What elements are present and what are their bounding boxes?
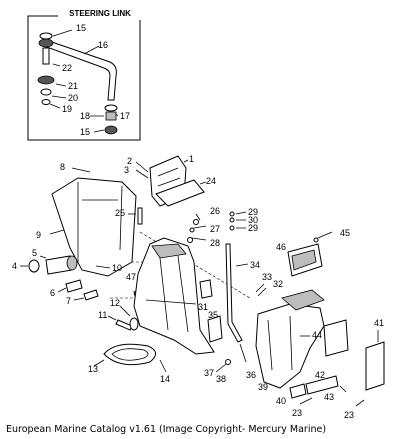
callout-28: 28 — [210, 238, 220, 248]
inset-top-washer — [38, 38, 54, 48]
callout-38: 38 — [216, 374, 226, 384]
callout-14: 14 — [160, 374, 170, 384]
callout-35: 35 — [208, 310, 218, 320]
part-29-washer-bottom — [229, 225, 235, 231]
part-41-plate — [365, 341, 385, 391]
callout-5: 5 — [32, 248, 37, 258]
inset-nut-15 — [104, 125, 118, 135]
callout-40: 40 — [276, 396, 286, 406]
callout-47: 47 — [126, 272, 136, 282]
part-44-cover — [323, 319, 349, 357]
part-29-washer-top — [229, 211, 235, 217]
inset-title-backdrop — [58, 8, 142, 20]
part-12-bushing — [129, 317, 139, 331]
part-40-plate — [289, 383, 307, 399]
callout-4: 4 — [12, 261, 17, 271]
callout-1: 1 — [189, 154, 194, 164]
callout-27: 27 — [210, 224, 220, 234]
part-45-screw — [313, 237, 319, 243]
part-30-seal — [229, 217, 235, 223]
callout-29-top: 29 — [248, 207, 258, 217]
callout-15-top: 15 — [76, 23, 86, 33]
part-4-cap — [28, 259, 40, 273]
callout-8: 8 — [60, 162, 65, 172]
copyright-caption: European Marine Catalog v1.61 (Image Cop… — [6, 424, 326, 435]
part-14-driveshaft-housing — [133, 237, 215, 355]
inset-spacer-18 — [105, 111, 117, 121]
part-42-bracket — [305, 375, 339, 395]
part-5-fitting-end — [66, 255, 78, 271]
callout-15-bottom: 15 — [80, 127, 90, 137]
callout-23-right: 23 — [344, 410, 354, 420]
inset-washer-20 — [40, 88, 52, 96]
callout-22: 22 — [62, 63, 72, 73]
part-14-top-flange — [151, 243, 187, 259]
part-26-screw — [193, 219, 199, 225]
callout-9: 9 — [36, 230, 41, 240]
part-9-housing-shell — [51, 177, 137, 277]
callout-2: 2 — [127, 156, 132, 166]
callout-25: 25 — [115, 208, 125, 218]
callout-7: 7 — [66, 296, 71, 306]
callout-21: 21 — [68, 81, 78, 91]
part-31-stud — [199, 279, 213, 299]
part-25-pin — [137, 207, 143, 225]
inset-title: STEERING LINK — [69, 9, 131, 18]
callout-44: 44 — [312, 330, 322, 340]
part-34-shift-rod — [225, 243, 243, 343]
callout-23-left: 23 — [292, 408, 302, 418]
callout-26: 26 — [210, 206, 220, 216]
callout-43: 43 — [324, 392, 334, 402]
part-46-inner — [291, 249, 317, 271]
part-11-bolt — [115, 319, 133, 331]
callout-32: 32 — [273, 279, 283, 289]
part-28-nut — [187, 237, 193, 243]
inset-washer-17 — [104, 104, 118, 112]
inset-stud — [42, 47, 50, 65]
callout-18: 18 — [80, 111, 90, 121]
part-6-clip — [65, 279, 83, 293]
callout-19: 19 — [62, 104, 72, 114]
part-27-washer — [189, 227, 195, 233]
callout-37: 37 — [204, 368, 214, 378]
callout-10: 10 — [112, 263, 122, 273]
callout-29-bottom: 29 — [248, 223, 258, 233]
callout-39: 39 — [258, 382, 268, 392]
callout-12: 12 — [110, 298, 120, 308]
callout-20: 20 — [68, 93, 78, 103]
callout-36: 36 — [246, 370, 256, 380]
steering-link-inset: STEERING LINK 15 16 22 21 20 19 18 17 15 — [27, 8, 142, 141]
part-39-top-flange — [281, 289, 325, 311]
callout-13: 13 — [88, 364, 98, 374]
callout-30: 30 — [248, 215, 258, 225]
callout-6: 6 — [50, 288, 55, 298]
callout-24: 24 — [206, 176, 216, 186]
inset-washer-21 — [37, 75, 55, 85]
callout-17: 17 — [120, 111, 130, 121]
part-13-seal-ring — [103, 343, 156, 366]
callout-46: 46 — [276, 242, 286, 252]
part-7-bracket — [83, 289, 99, 301]
part-35-bracket — [207, 315, 223, 343]
inset-nut-19 — [41, 99, 51, 105]
callout-45: 45 — [340, 228, 350, 238]
callout-3: 3 — [124, 165, 129, 175]
inset-top-nut — [39, 32, 53, 40]
callout-42: 42 — [315, 370, 325, 380]
callout-41: 41 — [374, 318, 384, 328]
callout-11: 11 — [98, 310, 107, 320]
callout-34: 34 — [250, 260, 260, 270]
callout-16: 16 — [98, 40, 108, 50]
callout-33: 33 — [262, 272, 272, 282]
callout-31: 31 — [198, 302, 208, 312]
part-24-plate — [155, 179, 205, 207]
part-37-screw — [225, 359, 231, 365]
